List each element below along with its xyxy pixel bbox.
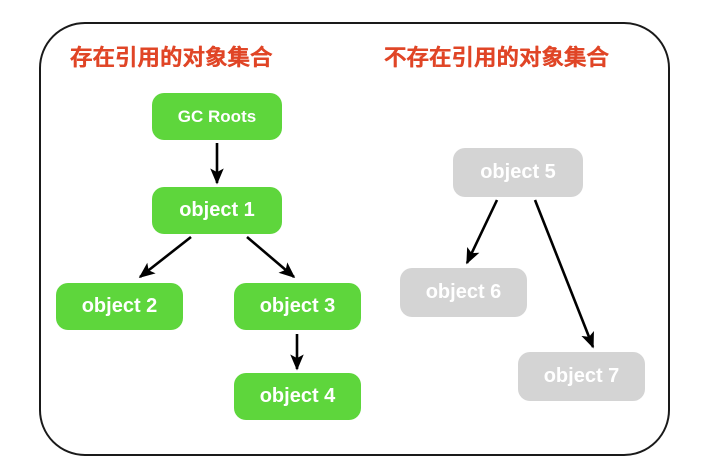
diagram-outer-frame	[39, 22, 670, 456]
node-object-2[interactable]: object 2	[56, 283, 183, 330]
node-label: object 3	[259, 295, 336, 317]
node-object-3[interactable]: object 3	[234, 283, 361, 330]
section-title-reachable: 存在引用的对象集合	[70, 45, 273, 70]
node-label: object 1	[179, 199, 255, 221]
node-label: object 7	[543, 365, 620, 387]
node-label: object 6	[425, 281, 502, 303]
node-object-5[interactable]: object 5	[453, 148, 583, 197]
node-object-4[interactable]: object 4	[234, 373, 361, 420]
node-object-7[interactable]: object 7	[518, 352, 645, 401]
node-label: object 4	[259, 385, 336, 407]
node-object-6[interactable]: object 6	[400, 268, 527, 317]
node-gc-roots[interactable]: GC Roots	[152, 93, 282, 140]
node-label: object 2	[81, 295, 158, 317]
section-title-unreachable: 不存在引用的对象集合	[384, 45, 610, 70]
node-label: GC Roots	[177, 106, 257, 126]
node-object-1[interactable]: object 1	[152, 187, 282, 234]
node-label: object 5	[480, 161, 556, 183]
